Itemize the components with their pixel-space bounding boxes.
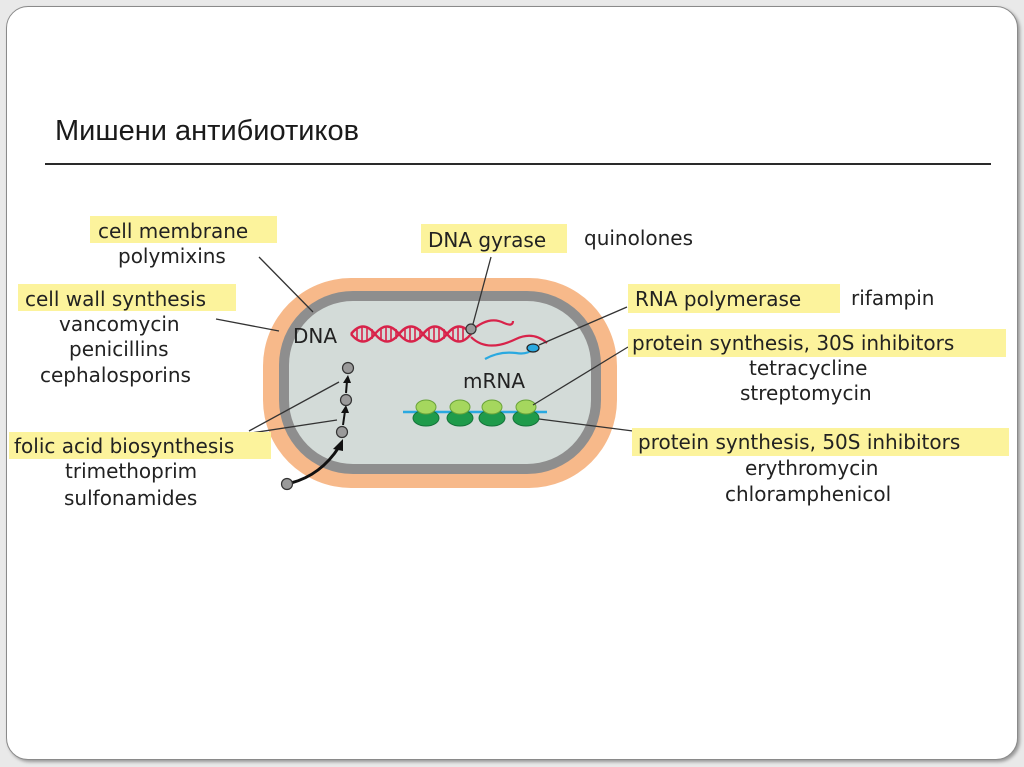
leader-protein-50s xyxy=(538,418,634,432)
cell-membrane-label: cell membrane xyxy=(98,219,248,243)
ribosome-small-subunit xyxy=(481,399,503,415)
slide: Мишени антибиотиков xyxy=(6,6,1018,760)
drug-erythromycin: erythromycin xyxy=(745,456,878,480)
title-divider xyxy=(45,163,991,165)
drug-streptomycin: streptomycin xyxy=(740,381,872,405)
protein-50s-highlight xyxy=(632,428,1009,456)
drug-quinolones: quinolones xyxy=(584,226,693,250)
target-labels: cell membrane polymixins cell wall synth… xyxy=(14,219,960,510)
drug-rifampin: rifampin xyxy=(851,286,935,310)
rna-polymerase-marker xyxy=(526,343,540,353)
mrna-transcript xyxy=(484,348,534,360)
ribosomes xyxy=(412,399,540,427)
dna-gyrase-label: DNA gyrase xyxy=(428,228,546,252)
ribosome-small-subunit xyxy=(515,399,537,415)
metabolite-molecule xyxy=(339,393,353,407)
leader-protein-30s xyxy=(532,346,629,406)
drug-polymixins: polymixins xyxy=(118,244,226,268)
protein-30s-label: protein synthesis, 30S inhibitors xyxy=(632,331,954,355)
metabolite-molecule xyxy=(335,425,349,439)
pathway-arrowhead xyxy=(333,439,343,451)
bacterial-cell xyxy=(263,278,617,488)
dna-strand-b xyxy=(350,325,472,343)
rna-polymerase-highlight xyxy=(628,284,840,313)
pathway-entry-arrow xyxy=(290,446,341,485)
leader-rna-polymerase xyxy=(538,306,628,346)
leader-folic-acid-upper xyxy=(248,381,340,432)
ribosome-small-subunit xyxy=(449,399,471,415)
leader-folic-acid-lower xyxy=(250,419,338,434)
leader-cell-membrane xyxy=(258,256,314,313)
dna-open-strand-lower xyxy=(470,334,548,347)
slide-title: Мишени антибиотиков xyxy=(55,115,359,147)
drug-cephalosporins: cephalosporins xyxy=(40,363,191,387)
folic-acid-label: folic acid biosynthesis xyxy=(14,434,234,458)
drug-chloramphenicol: chloramphenicol xyxy=(725,482,891,506)
dna-strand-a xyxy=(350,325,472,343)
leader-dna-gyrase xyxy=(472,256,492,325)
drug-vancomycin: vancomycin xyxy=(59,312,180,336)
antibiotic-targets-diagram: cell membrane polymixins cell wall synth… xyxy=(9,216,1009,510)
protein-50s-label: protein synthesis, 50S inhibitors xyxy=(638,430,960,454)
mrna-label: mRNA xyxy=(463,369,525,393)
leader-lines xyxy=(215,256,634,434)
drug-penicillins: penicillins xyxy=(69,337,169,361)
pathway-step-arrow xyxy=(342,410,346,426)
drug-trimethoprim: trimethoprim xyxy=(65,459,197,483)
cell-wall-label: cell wall synthesis xyxy=(25,287,206,311)
metabolite-molecule xyxy=(341,361,355,375)
protein-30s-highlight xyxy=(628,329,1006,357)
pathway-arrowhead xyxy=(343,375,351,383)
pathway-arrowhead xyxy=(341,405,349,413)
folic-acid-pathway xyxy=(280,361,355,491)
dna-gyrase-highlight xyxy=(421,224,567,253)
dna-base-pairs xyxy=(356,327,464,341)
dna-gyrase-marker xyxy=(465,323,477,335)
cell-membrane-highlight xyxy=(90,216,277,243)
leader-cell-wall xyxy=(215,318,280,332)
drug-tetracycline: tetracycline xyxy=(749,356,867,380)
dna-label: DNA xyxy=(293,324,337,348)
dna-open-strand-upper xyxy=(470,319,515,332)
cell-wall-highlight xyxy=(18,284,236,311)
folic-acid-highlight xyxy=(9,432,271,459)
ribosome-small-subunit xyxy=(415,399,437,415)
metabolite-molecule xyxy=(280,477,294,491)
dna-helix xyxy=(350,319,548,347)
drug-sulfonamides: sulfonamides xyxy=(64,486,197,510)
rna-polymerase-label: RNA polymerase xyxy=(635,287,801,311)
